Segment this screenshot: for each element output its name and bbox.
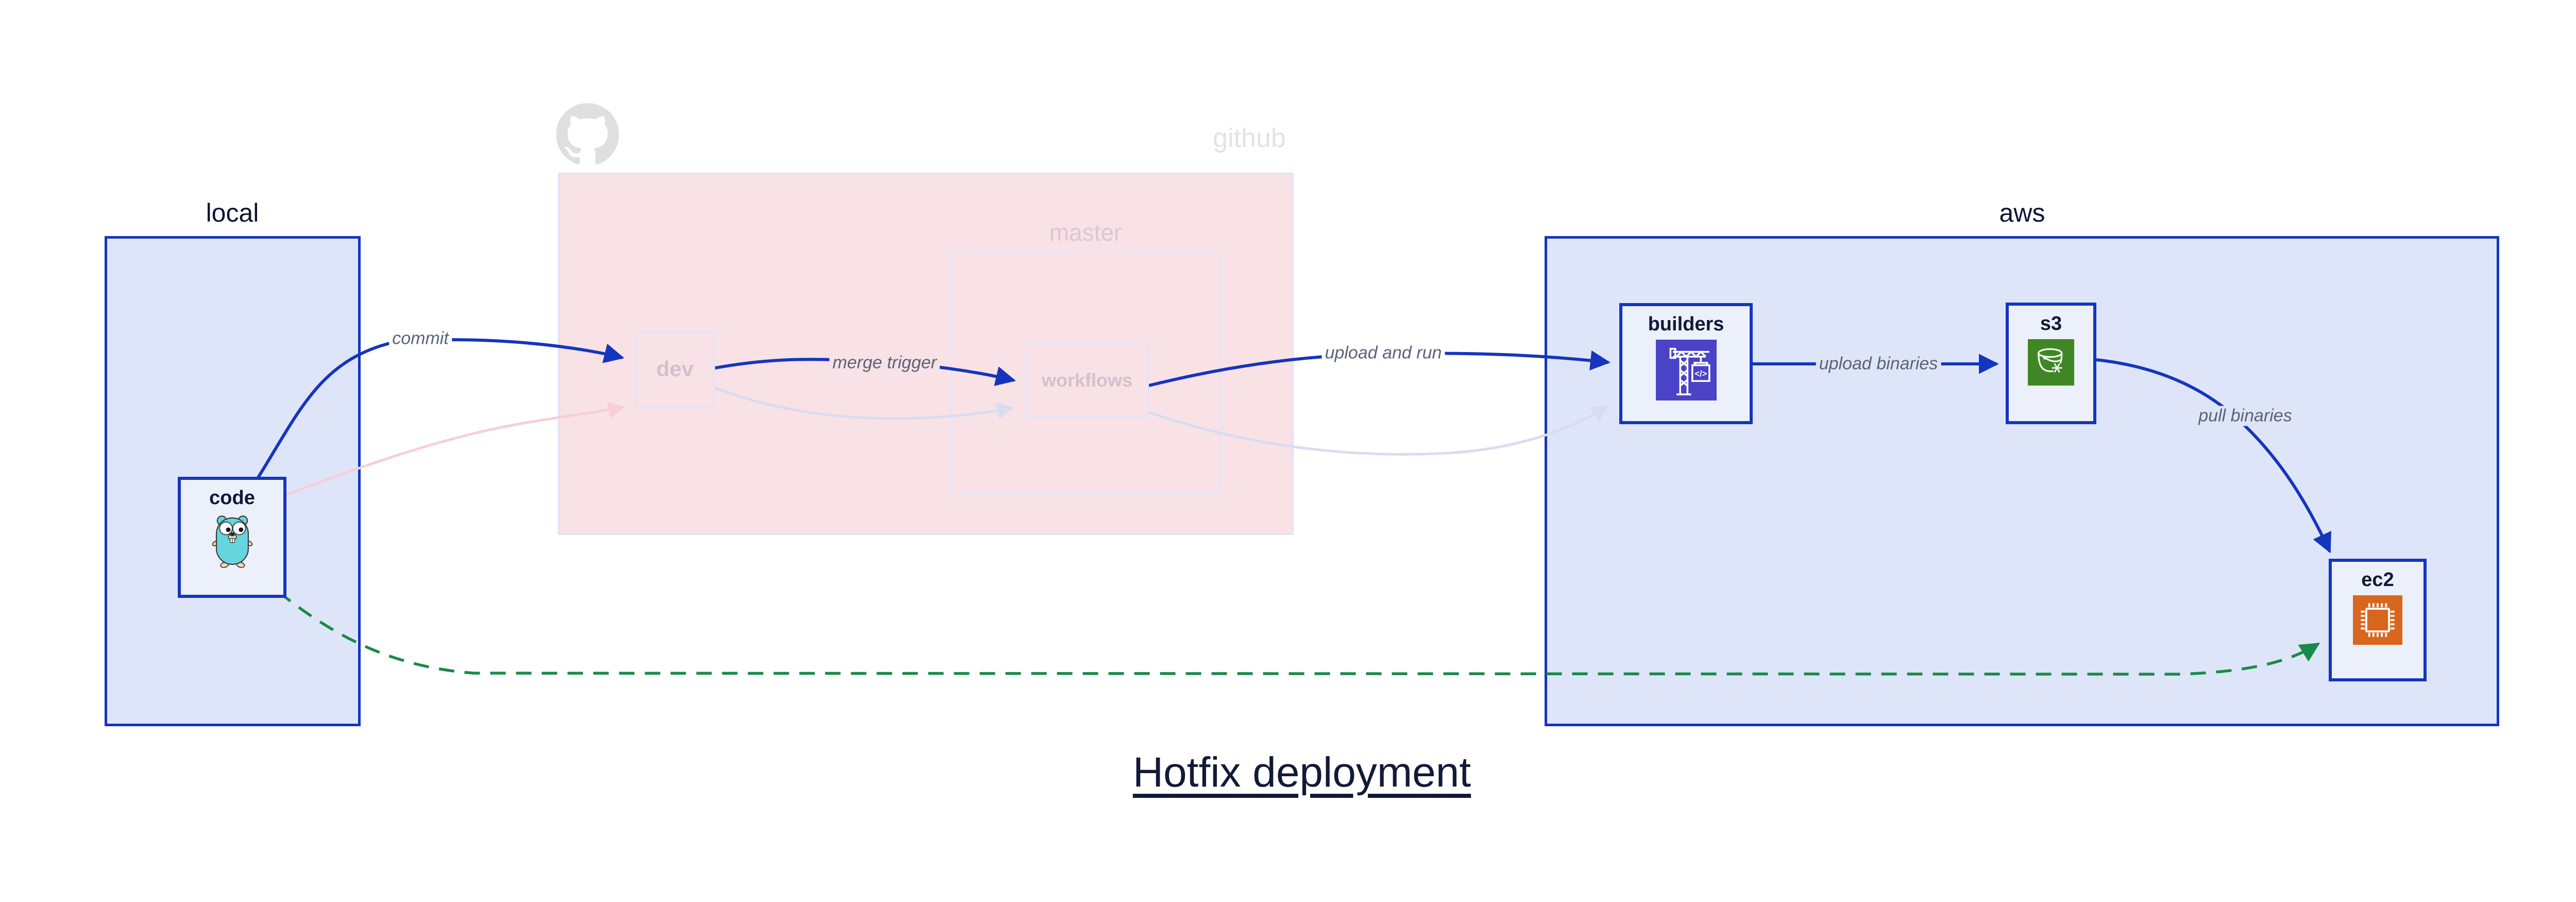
edge-label-upload-binaries: upload binaries xyxy=(1816,354,1941,374)
aws-codebuild-icon: </> xyxy=(1655,340,1717,400)
node-ec2-label: ec2 xyxy=(2361,569,2394,591)
edge-label-merge-trigger: merge trigger xyxy=(829,353,940,373)
aws-group-label: aws xyxy=(1999,198,2045,227)
edge-label-pull-binaries: pull binaries xyxy=(2195,406,2295,426)
edge-label-upload-and-run: upload and run xyxy=(1321,343,1445,363)
node-builders: builders </> xyxy=(1619,303,1753,424)
github-octocat-icon xyxy=(556,103,619,164)
node-code-label: code xyxy=(209,487,255,509)
node-dev: dev xyxy=(635,331,715,407)
github-group-label: github xyxy=(1213,123,1286,153)
node-builders-label: builders xyxy=(1648,313,1724,335)
diagram-title: Hotfix deployment xyxy=(1132,749,1471,796)
node-workflows: workflows xyxy=(1025,343,1149,417)
node-s3: s3 xyxy=(2006,303,2096,424)
node-dev-label: dev xyxy=(656,357,694,381)
node-workflows-label: workflows xyxy=(1041,369,1133,391)
node-ec2: ec2 xyxy=(2329,559,2427,681)
node-s3-label: s3 xyxy=(2040,313,2062,335)
aws-ec2-icon xyxy=(2353,595,2402,645)
node-code: code xyxy=(178,477,286,598)
master-branch-label: master xyxy=(1049,219,1122,246)
go-gopher-icon xyxy=(212,515,252,568)
local-group-label: local xyxy=(206,198,259,227)
svg-text:</>: </> xyxy=(1694,369,1707,378)
aws-s3-glacier-icon xyxy=(2028,339,2074,386)
edge-label-commit: commit xyxy=(389,328,452,349)
